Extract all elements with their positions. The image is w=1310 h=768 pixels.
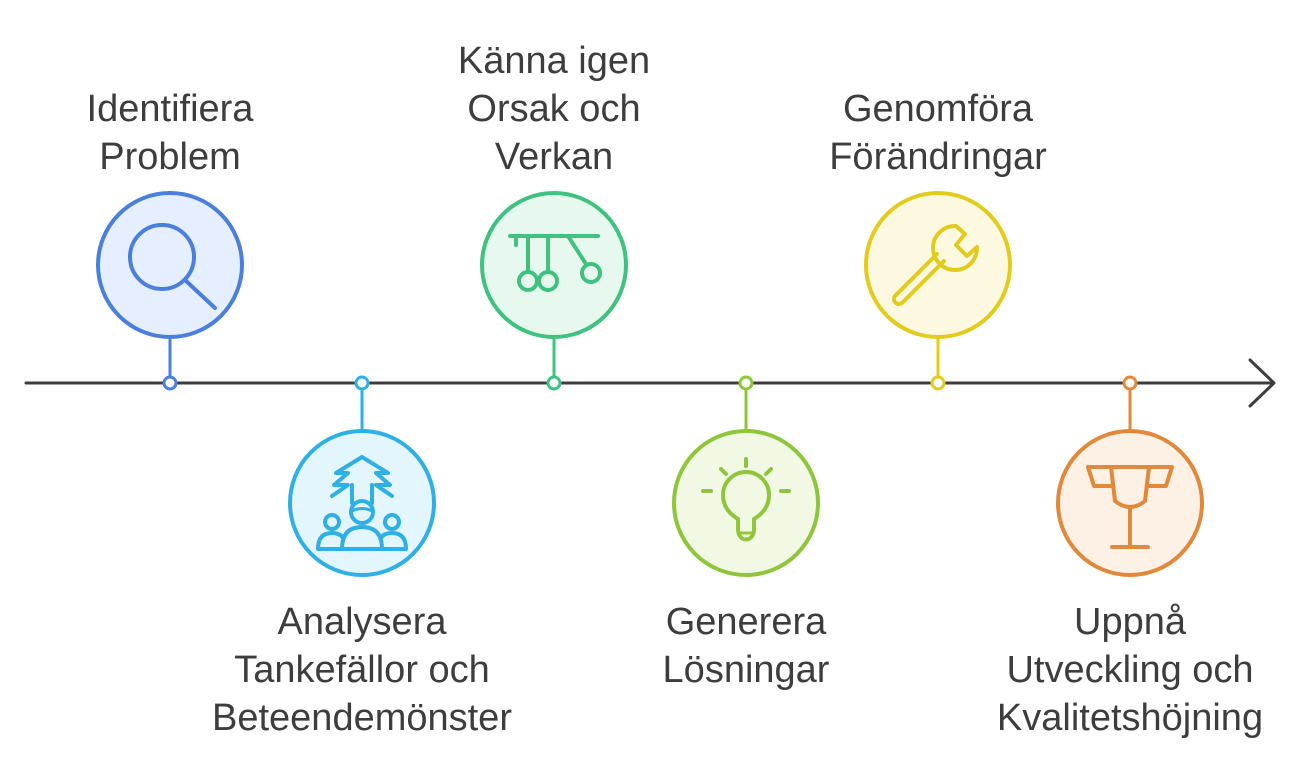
- step-circle: [96, 191, 244, 339]
- step-label-line: Genomföra: [842, 88, 1034, 130]
- timeline-step: [96, 191, 244, 391]
- newtons-cradle-icon: [508, 234, 602, 292]
- step-label-line: Beteendemönster: [212, 697, 512, 739]
- step-axis-marker: [738, 375, 754, 391]
- step-label-line: Problem: [99, 136, 241, 178]
- step-label-line: Orsak och: [467, 88, 641, 130]
- trophy-icon: [1086, 465, 1174, 549]
- tree-people-icon: [316, 455, 408, 551]
- timeline-step: [1056, 375, 1204, 577]
- timeline-step: [288, 375, 436, 577]
- step-axis-marker: [546, 375, 562, 391]
- step-label-line: Förändringar: [829, 136, 1047, 178]
- step-label-line: Analysera: [277, 601, 447, 643]
- step-label-line: Verkan: [494, 136, 614, 178]
- timeline-step: [864, 191, 1012, 391]
- step-label-line: Lösningar: [662, 649, 830, 691]
- lightbulb-icon: [701, 457, 791, 542]
- step-label-line: Identifiera: [86, 88, 254, 130]
- step-circle: [672, 429, 820, 577]
- step-label-line: Tankefällor och: [234, 649, 490, 691]
- wrench-icon: [892, 223, 980, 306]
- step-axis-marker: [1122, 375, 1138, 391]
- step-label-line: Känna igen: [457, 40, 651, 82]
- step-label-line: Generera: [665, 601, 827, 643]
- step-label-line: Uppnå: [1074, 601, 1186, 643]
- step-label-line: Utveckling och: [1006, 649, 1254, 691]
- step-axis-marker: [354, 375, 370, 391]
- step-circle: [1056, 429, 1204, 577]
- step-axis-marker: [930, 375, 946, 391]
- timeline-step: [480, 191, 628, 391]
- timeline-arrowhead: [1248, 358, 1276, 408]
- magnifier-icon: [128, 223, 217, 310]
- step-label-line: Kvalitetshöjning: [996, 697, 1264, 739]
- step-axis-marker: [162, 375, 178, 391]
- timeline-step: [672, 375, 820, 577]
- timeline-steps: [96, 191, 1204, 577]
- step-circle: [480, 191, 628, 339]
